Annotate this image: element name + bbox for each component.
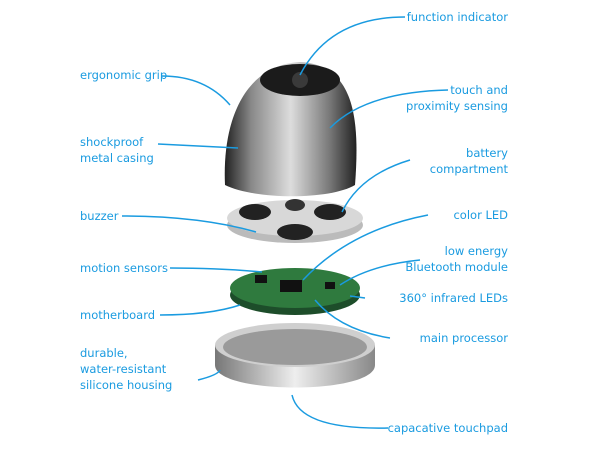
label-line: touch and <box>450 83 508 97</box>
label-battery-compartment: battery compartment <box>430 145 508 177</box>
battery-compartment <box>227 199 363 243</box>
metal-casing <box>224 62 357 197</box>
label-line: compartment <box>429 162 508 176</box>
label-line: proximity sensing <box>406 99 508 113</box>
label-buzzer: buzzer <box>80 209 119 223</box>
label-touch-proximity: touch and proximity sensing <box>406 82 508 114</box>
label-line: shockproof <box>80 135 144 149</box>
function-indicator-icon <box>292 72 308 88</box>
label-line: durable, <box>80 346 128 360</box>
label-shockproof-casing: shockproof metal casing <box>80 134 154 166</box>
label-capacitive-touchpad: capacative touchpad <box>387 421 508 435</box>
label-motherboard: motherboard <box>80 308 156 322</box>
label-line: metal casing <box>80 151 154 165</box>
label-line: silicone housing <box>80 378 173 392</box>
label-line: battery <box>466 146 508 160</box>
label-line: Bluetooth module <box>405 260 508 274</box>
label-function-indicator: function indicator <box>406 10 508 24</box>
label-line: water-resistant <box>80 362 167 376</box>
label-ergonomic-grip: ergonomic grip <box>80 68 168 82</box>
label-silicone-housing: durable, water-resistant silicone housin… <box>80 345 172 393</box>
silicone-housing <box>215 323 375 388</box>
label-bluetooth-module: low energy Bluetooth module <box>405 243 508 275</box>
label-infrared-leds: 360° infrared LEDs <box>399 291 508 305</box>
label-line: low energy <box>444 244 508 258</box>
label-motion-sensors: motion sensors <box>80 261 169 275</box>
label-main-processor: main processor <box>419 331 508 345</box>
leader-lines <box>121 16 449 429</box>
label-color-led: color LED <box>453 208 508 222</box>
motherboard <box>230 268 360 315</box>
